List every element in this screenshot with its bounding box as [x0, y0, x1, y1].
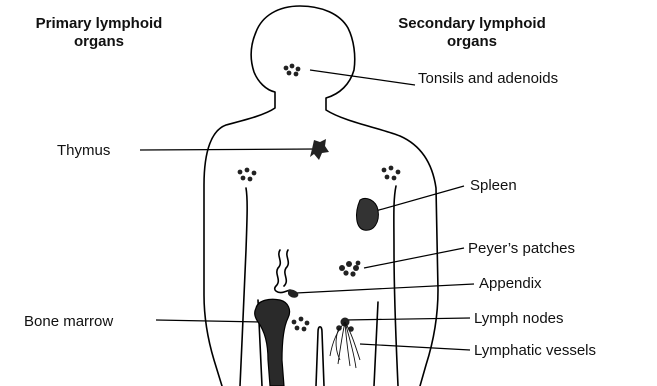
appendix-leader: [296, 284, 474, 293]
thymus-shape: [310, 139, 329, 160]
label-appendix: Appendix: [479, 275, 542, 292]
right-axillary-nodes: [382, 166, 401, 181]
label-tonsils: Tonsils and adenoids: [418, 70, 558, 87]
spleen-shape: [357, 198, 379, 230]
appendix-shape: [288, 289, 298, 297]
label-thymus: Thymus: [57, 142, 110, 159]
label-bone-marrow: Bone marrow: [24, 313, 113, 330]
right-arm-inner-edge: [394, 186, 398, 386]
tonsils-leader: [310, 70, 415, 85]
peyers-patches-shape: [339, 261, 360, 277]
right-leg-outline: [374, 302, 378, 386]
peyers-leader: [364, 248, 464, 268]
lymphatic-vessels-shape: [330, 322, 360, 368]
tonsils-adenoids-shape: [284, 64, 301, 77]
label-lymphatic-vessels: Lymphatic vessels: [474, 342, 596, 359]
label-spleen: Spleen: [470, 177, 517, 194]
bone-marrow-leader: [156, 320, 262, 322]
leg-inner-gap: [316, 327, 324, 386]
label-peyers-patches: Peyer’s patches: [468, 240, 575, 257]
lymph-nodes-leader: [345, 318, 470, 320]
label-lymph-nodes: Lymph nodes: [474, 310, 564, 327]
left-axillary-nodes: [238, 168, 257, 182]
inguinal-lymph-nodes: [292, 317, 310, 332]
spleen-leader: [372, 186, 464, 212]
left-arm-inner-edge: [240, 188, 247, 386]
thymus-leader: [140, 149, 316, 150]
intestine-squiggle-inner: [284, 250, 288, 286]
